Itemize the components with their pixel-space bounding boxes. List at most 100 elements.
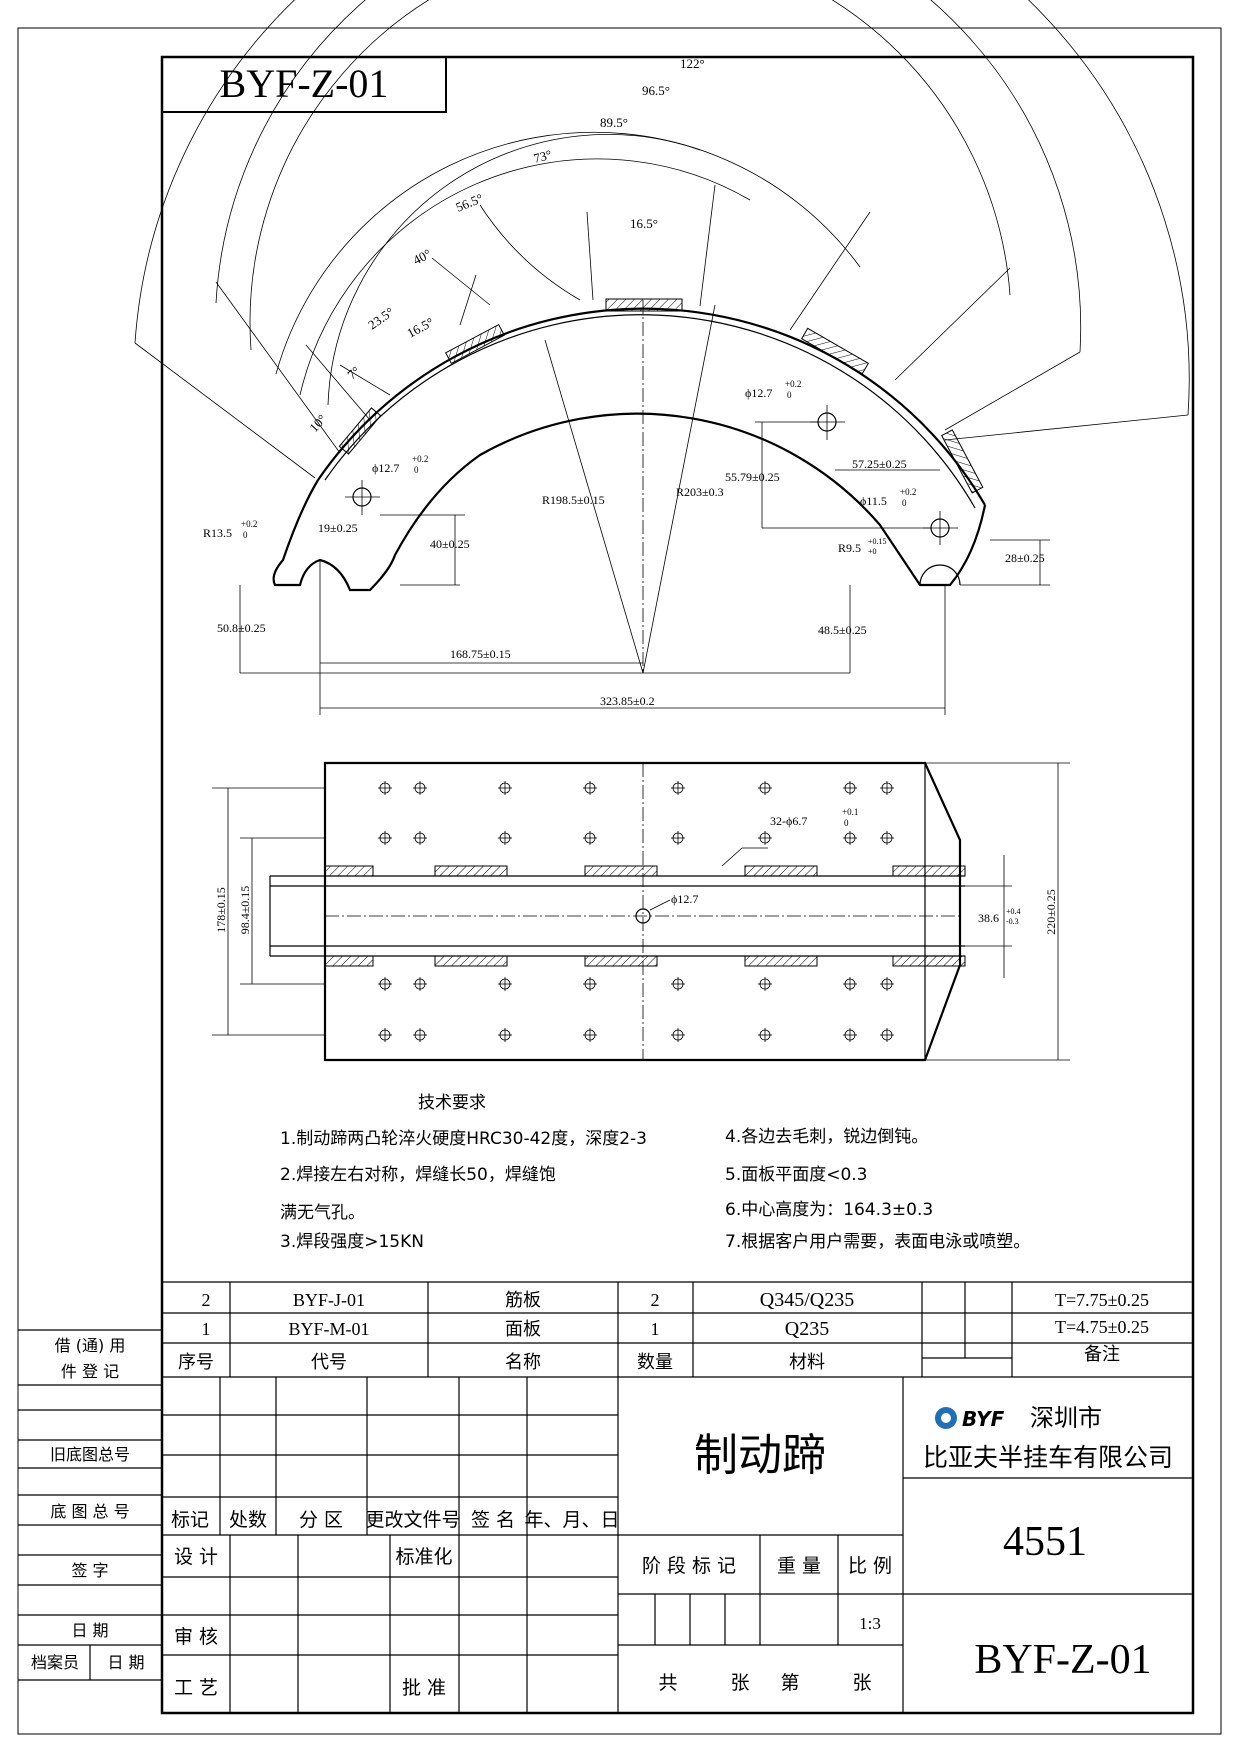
bom-row-1-qty: 1 [651, 1319, 660, 1339]
radius-13-5-tol: +0.2 [241, 519, 257, 529]
dim-55-79-label: 55.79±0.25 [725, 470, 780, 484]
dim-178-label: 178±0.15 [214, 887, 228, 933]
angle-16-5-center-label: 16.5° [630, 216, 658, 231]
design-label: 设 计 [174, 1546, 218, 1568]
dimension-labels-top: ϕ12.7 +0.2 0 ϕ12.7 +0.2 0 ϕ11.5 +0.2 0 R… [203, 379, 1045, 708]
angle-73-label: 73° [532, 147, 553, 166]
holes-tol0: 0 [844, 818, 849, 828]
side-register-block: 借 (通) 用 件 登 记 旧底图总号 底 图 总 号 签 字 日 期 档案员 … [18, 1329, 162, 1681]
angle-89-5-label: 89.5° [600, 115, 628, 130]
tech-item-3: 3.焊段强度>15KN [280, 1232, 424, 1252]
hole-top-right-tol0: 0 [787, 390, 792, 400]
rev-header-count: 处数 [229, 1509, 267, 1531]
bom-row-1-note: T=4.75±0.25 [1055, 1317, 1149, 1337]
hatched-segments [338, 298, 984, 494]
side-view: 122° 96.5° 89.5° 73° 56.5° 40° 23.5° 16.… [134, 0, 1190, 715]
hole-left-tol0: 0 [414, 465, 419, 475]
rivet-holes [378, 781, 894, 1042]
review-label: 审 核 [174, 1626, 218, 1648]
header-drawing-number: BYF-Z-01 [220, 61, 389, 106]
center-hole-label: ϕ12.7 [671, 892, 698, 906]
radial-extension-lines [134, 184, 1189, 479]
angle-96-5-label: 96.5° [642, 83, 670, 98]
tech-item-6: 6.中心高度为：164.3±0.3 [725, 1200, 933, 1220]
hole-top-right [810, 405, 845, 440]
tech-item-1: 1.制动蹄两凸轮淬火硬度HRC30-42度，深度2-3 [280, 1129, 647, 1149]
sheet-number-label: 第 [780, 1672, 799, 1694]
rev-header-zone: 分 区 [299, 1509, 343, 1531]
radius-9-5-tol0: +0 [868, 547, 877, 556]
angle-122-label: 122° [680, 56, 705, 71]
dim-19-label: 19±0.25 [318, 521, 358, 535]
bom-row-2-no: 2 [202, 1290, 211, 1310]
ratio-label: 比 例 [848, 1555, 892, 1577]
company-city: 深圳市 [1030, 1404, 1102, 1432]
weld-hatches [324, 865, 966, 967]
sheet-total-label: 共 [658, 1672, 677, 1694]
center-hole [635, 908, 651, 924]
angle-56-5-label: 56.5° [454, 190, 486, 214]
signature-label: 签 字 [71, 1561, 108, 1580]
bom-header-note: 备注 [1084, 1344, 1120, 1365]
register-label: 件 登 记 [61, 1362, 119, 1381]
stage-mark-label: 阶 段 标 记 [642, 1555, 736, 1577]
sheet-unit-label-1: 张 [730, 1672, 749, 1694]
dim-40-label: 40±0.25 [430, 537, 470, 551]
sheet-unit-label-2: 张 [852, 1672, 871, 1694]
hole-top-right-label: ϕ12.7 [745, 386, 772, 400]
angle-dimension-arcs [134, 0, 1190, 416]
rev-header-mark: 标记 [171, 1509, 209, 1531]
logo-text: BYF [962, 1407, 1005, 1431]
part-name: 制动蹄 [694, 1430, 826, 1481]
bom-row-1-no: 1 [202, 1319, 211, 1339]
title-block-drawing-number: BYF-Z-01 [974, 1637, 1151, 1683]
hole-left-label: ϕ12.7 [372, 461, 399, 475]
cam-notch-right [919, 564, 961, 586]
date-label: 日 期 [71, 1621, 108, 1640]
outer-border [17, 27, 1222, 1735]
bom-row-2-code: BYF-J-01 [293, 1290, 365, 1310]
scale-value: 1:3 [859, 1614, 881, 1633]
approve-label: 批 准 [402, 1677, 446, 1699]
bom-header-code: 代号 [311, 1352, 347, 1373]
plan-view: 32-ϕ6.7 +0.1 0 ϕ12.7 178±0.15 98.4±0.15 … [212, 761, 1070, 1062]
tech-item-2-cont: 满无气孔。 [280, 1203, 365, 1223]
rev-header-sign: 签 名 [471, 1509, 515, 1531]
hole-left [345, 480, 380, 515]
drawing-serial: 4551 [1003, 1519, 1087, 1565]
dim-38-6-tol0: -0.3 [1006, 917, 1019, 926]
linear-dimension-lines [239, 421, 1050, 715]
bom-table: 2 BYF-J-01 筋板 2 Q345/Q235 T=7.75±0.25 1 … [162, 1281, 1193, 1377]
shoe-outer-rim [317, 307, 986, 506]
rev-header-doc: 更改文件号 [365, 1509, 460, 1531]
old-base-number-label: 旧底图总号 [50, 1445, 130, 1464]
dim-98-4-label: 98.4±0.15 [238, 886, 252, 935]
bom-row-1-material: Q235 [785, 1318, 829, 1340]
company-logo: BYF [935, 1407, 1005, 1431]
tech-item-7: 7.根据客户用户需要，表面电泳或喷塑。 [725, 1232, 1030, 1252]
holes-count-label: 32-ϕ6.7 [770, 814, 807, 828]
radius-9-5-tol: +0.15 [868, 537, 887, 546]
dim-28-label: 28±0.25 [1005, 551, 1045, 565]
archivist-label: 档案员 [31, 1653, 79, 1672]
hole-right [923, 511, 958, 545]
bom-row-2-note: T=7.75±0.25 [1055, 1290, 1149, 1310]
base-number-label: 底 图 总 号 [50, 1502, 129, 1521]
bom-header-no: 序号 [178, 1352, 214, 1373]
angle-40-label: 40° [410, 246, 433, 268]
bom-header-material: 材料 [789, 1352, 825, 1373]
radius-lines [544, 304, 716, 674]
dim-220-label: 220±0.25 [1044, 889, 1058, 935]
angle-7-label: 7° [344, 363, 363, 382]
tech-title: 技术要求 [418, 1093, 486, 1113]
bom-row-1-name: 面板 [505, 1319, 541, 1340]
bom-row-2-material: Q345/Q235 [760, 1289, 854, 1311]
angle-23-5-label: 23.5° [365, 304, 397, 332]
radius-13-5-tol0: 0 [243, 530, 248, 540]
hole-right-tol0: 0 [902, 498, 907, 508]
dim-38-6-label: 38.6 [978, 911, 999, 925]
hole-right-tol: +0.2 [900, 487, 916, 497]
tech-item-4: 4.各边去毛刺，锐边倒钝。 [725, 1127, 928, 1147]
technical-requirements: 技术要求 1.制动蹄两凸轮淬火硬度HRC30-42度，深度2-3 2.焊接左右对… [280, 1093, 1030, 1252]
